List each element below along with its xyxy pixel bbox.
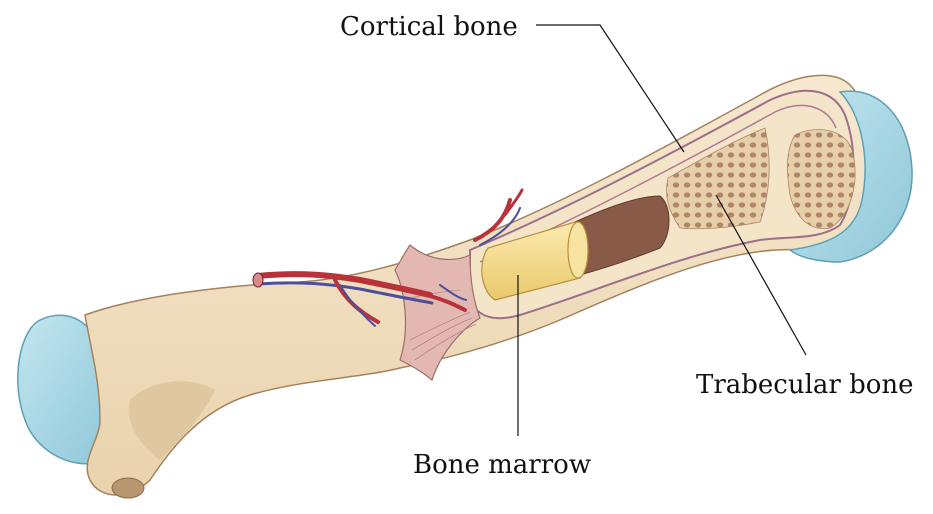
trabecular-bone-label: Trabecular bone	[696, 372, 914, 398]
nutrient-foramen	[112, 478, 144, 498]
trabecular-region-2	[787, 130, 855, 229]
bone-marrow-end	[568, 222, 588, 278]
cortical-leader-line	[536, 25, 684, 152]
cortical-bone-label: Cortical bone	[340, 14, 518, 40]
vessel-cut-end	[253, 273, 263, 287]
periosteum-flap	[395, 245, 480, 380]
bone-marrow-label: Bone marrow	[413, 452, 591, 478]
